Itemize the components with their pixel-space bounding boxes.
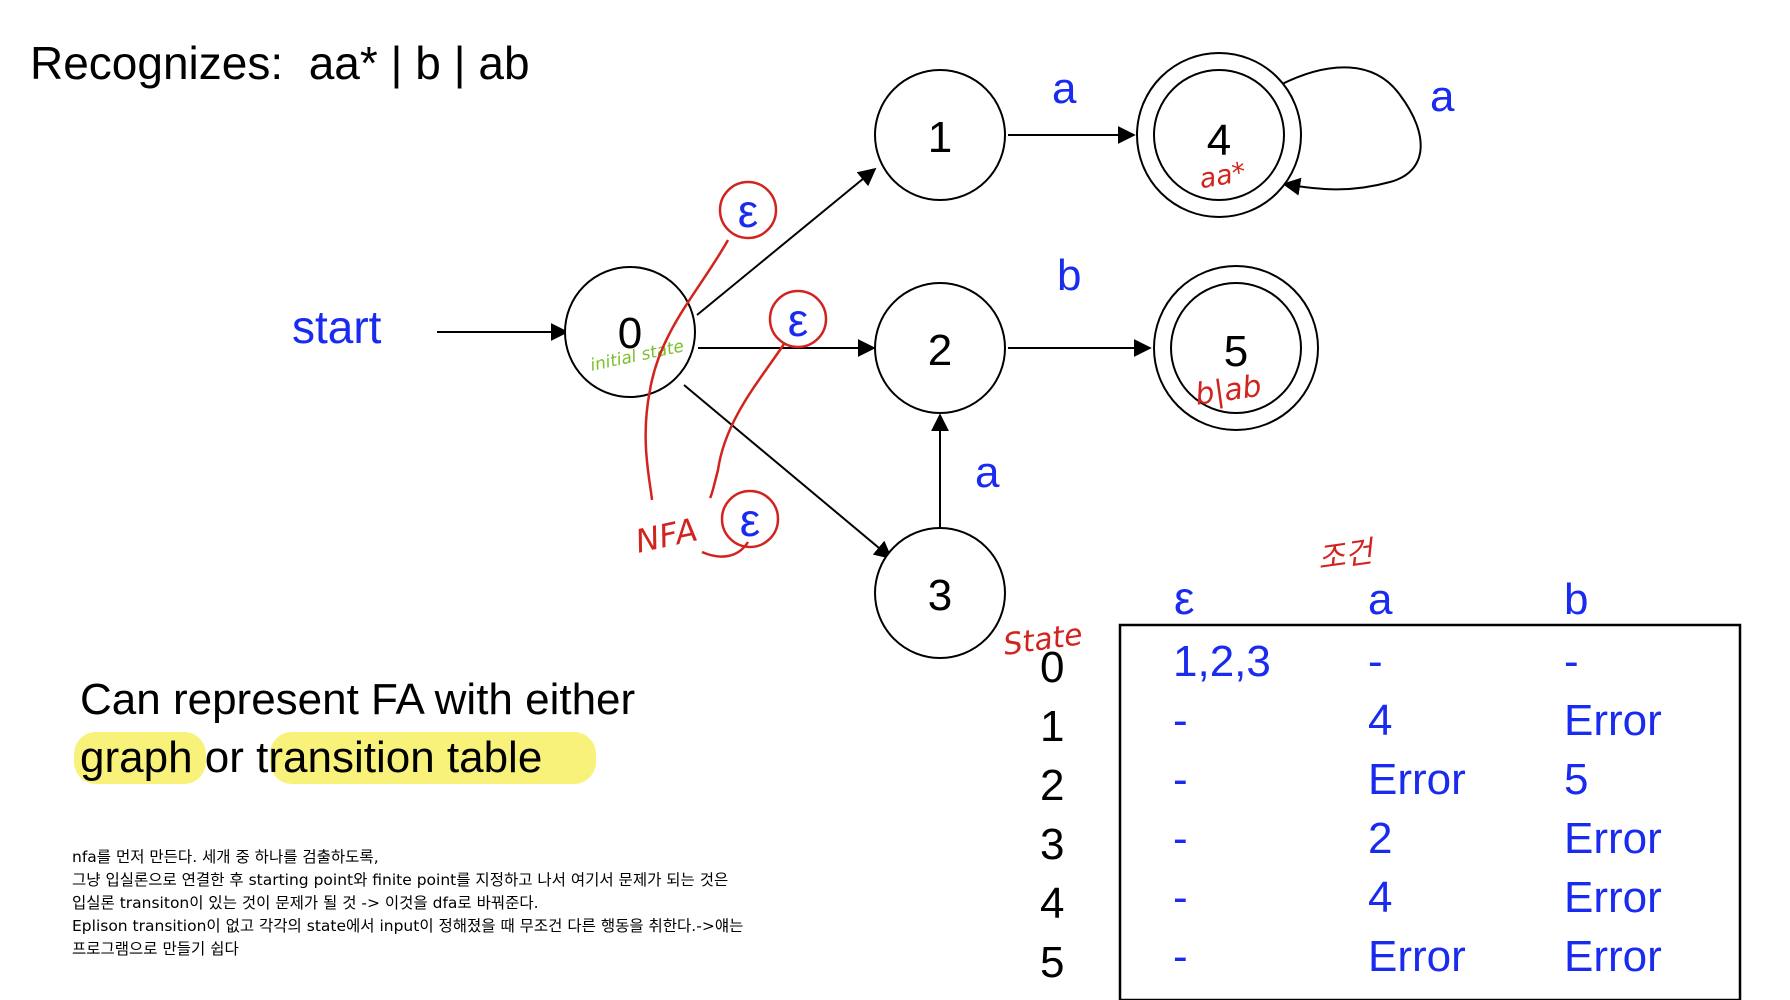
fa-text-table: transition table <box>256 733 542 782</box>
state-3: 3 <box>874 527 1006 659</box>
table-row: 2 - Error 5 <box>1040 755 1588 810</box>
note-line: 입실론 transiton이 있는 것이 문제가 될 것 -> 이것을 dfa로… <box>72 894 539 912</box>
table-header-b: b <box>1564 575 1588 624</box>
state-5-label: 5 <box>1224 327 1248 376</box>
state-0-label: 0 <box>618 309 642 358</box>
table-row: 0 1,2,3 - - <box>1040 637 1579 692</box>
epsilon-badge-0-2: ε <box>768 289 828 349</box>
state-1: 1 <box>874 69 1006 201</box>
edge-label-2-5: b <box>1057 251 1081 300</box>
table-cell: - <box>1173 696 1188 745</box>
table-cell: Error <box>1564 696 1662 745</box>
table-cell: - <box>1564 637 1579 686</box>
table-header-epsilon: ε <box>1174 572 1195 624</box>
table-cell: Error <box>1564 873 1662 922</box>
state-0: 0 <box>564 266 696 398</box>
epsilon-badge-0-1: ε <box>718 180 778 240</box>
notes-block: nfa를 먼저 만든다. 세개 중 하나를 검출하도록, 그냥 입실론으로 연결… <box>72 846 852 961</box>
table-cell: Error <box>1368 932 1466 981</box>
state-3-label: 3 <box>928 571 952 620</box>
table-row-state: 2 <box>1040 761 1064 810</box>
table-cell: 2 <box>1368 814 1392 863</box>
table-row: 5 - Error Error <box>1040 932 1662 987</box>
nfa-note: NFA <box>632 511 701 561</box>
nfa-scribble-curve-2 <box>708 343 786 499</box>
nfa-scribble-curve-1 <box>644 239 730 501</box>
start-label: start <box>292 301 382 353</box>
epsilon-label-0-2: ε <box>788 294 809 346</box>
note-line: 그냥 입실론으로 연결한 후 starting point와 finite po… <box>72 871 729 889</box>
table-cell: - <box>1173 755 1188 804</box>
edge-0-1 <box>696 167 877 316</box>
edge-label-4-4: a <box>1430 72 1455 121</box>
state-5-accepting: 5 <box>1153 265 1319 431</box>
table-row: 3 - 2 Error <box>1040 814 1662 869</box>
epsilon-label-0-1: ε <box>738 185 759 237</box>
table-cell: - <box>1173 814 1188 863</box>
state-2-label: 2 <box>928 326 952 375</box>
epsilon-badge-0-3: ε <box>720 489 780 549</box>
highlight-graph <box>74 732 206 784</box>
table-cell: 1,2,3 <box>1173 637 1271 686</box>
edge-label-1-4: a <box>1052 64 1077 113</box>
state-4-label: 4 <box>1207 116 1231 165</box>
fa-text-or: or <box>193 733 257 782</box>
note-line: Eplison transition이 없고 각각의 state에서 input… <box>72 917 744 935</box>
table-row-state: 5 <box>1040 938 1064 987</box>
table-cell: Error <box>1368 755 1466 804</box>
table-row-state: 4 <box>1040 879 1064 928</box>
table-cell: 4 <box>1368 873 1392 922</box>
highlight-transition-table <box>270 732 596 784</box>
table-cell: Error <box>1564 814 1662 863</box>
state-1-label: 1 <box>928 113 952 162</box>
table-cell: - <box>1368 637 1383 686</box>
note-line: nfa를 먼저 만든다. 세개 중 하나를 검출하도록, <box>72 848 379 866</box>
edge-0-3 <box>683 384 893 560</box>
table-cell: 4 <box>1368 696 1392 745</box>
table-cell: 5 <box>1564 755 1588 804</box>
table-row: 1 - 4 Error <box>1040 696 1662 751</box>
table-row-state: 3 <box>1040 820 1064 869</box>
table-row: 4 - 4 Error <box>1040 873 1662 928</box>
edge-label-3-2: a <box>975 448 1000 497</box>
state-4-accepting: 4 <box>1136 52 1302 218</box>
fa-text-graph: graph <box>80 733 193 782</box>
fa-text-line1: Can represent FA with either <box>80 675 635 724</box>
note-line: 프로그램으로 만들기 쉽다 <box>72 940 239 958</box>
table-cell: - <box>1173 932 1188 981</box>
table-row-state: 0 <box>1040 643 1064 692</box>
edge-4-4-loop <box>1279 66 1422 196</box>
page-title: Recognizes: aa* | b | ab <box>30 37 530 89</box>
state-2: 2 <box>874 282 1006 414</box>
table-header-a: a <box>1368 575 1393 624</box>
fa-text-line2: graph or transition table <box>80 733 542 782</box>
table-cell: - <box>1173 873 1188 922</box>
table-row-state: 1 <box>1040 702 1064 751</box>
table-input-note: 조건 <box>1315 534 1378 577</box>
transition-table-box <box>1118 623 1742 1000</box>
table-cell: Error <box>1564 932 1662 981</box>
epsilon-label-0-3: ε <box>740 494 761 546</box>
